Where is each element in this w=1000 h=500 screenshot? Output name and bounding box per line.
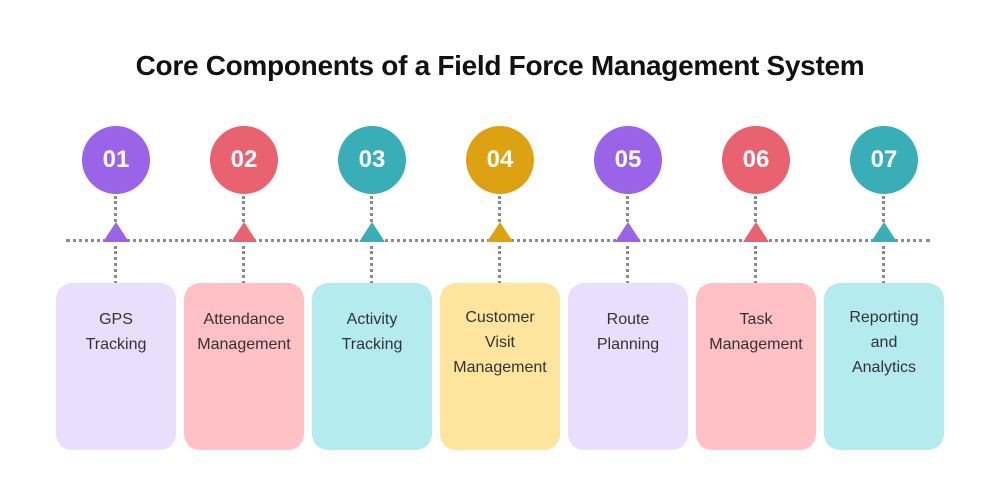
step-label-line: Route: [606, 311, 650, 328]
step-number-badge: 01: [82, 126, 150, 194]
connector-upper: [754, 196, 757, 222]
step-number-badge: 03: [338, 126, 406, 194]
step-label-line: Tracking: [341, 336, 403, 353]
step-label-line: Management: [197, 336, 291, 353]
step-label-line: Reporting: [849, 309, 919, 326]
connector-lower: [114, 246, 117, 284]
step-label-line: Visit: [485, 334, 515, 351]
triangle-marker-icon: [615, 222, 641, 242]
connector-upper: [626, 196, 629, 222]
step-label-line: Management: [453, 359, 547, 376]
step-label-line: Management: [709, 336, 803, 353]
connector-upper: [498, 196, 501, 222]
connector-lower: [626, 246, 629, 284]
triangle-marker-icon: [871, 222, 897, 242]
step-number-badge: 07: [850, 126, 918, 194]
step-label-line: Tracking: [85, 336, 147, 353]
step-number-badge: 02: [210, 126, 278, 194]
step-label-line: Attendance: [203, 311, 285, 328]
step-label-line: GPS: [99, 311, 133, 328]
diagram-title: Core Components of a Field Force Managem…: [135, 50, 865, 81]
triangle-marker-icon: [743, 222, 769, 242]
connector-lower: [370, 246, 373, 284]
step-card: GPS Tracking: [56, 283, 176, 450]
connector-lower: [242, 246, 245, 284]
step-number-badge: 04: [466, 126, 534, 194]
step-label-line: Activity: [346, 311, 398, 328]
connector-upper: [882, 196, 885, 222]
step-number-badge: 05: [594, 126, 662, 194]
step-label-line: Task: [739, 311, 773, 328]
step-number-badge: 06: [722, 126, 790, 194]
connector-upper: [242, 196, 245, 222]
step-label-line: Customer: [465, 309, 535, 326]
triangle-marker-icon: [103, 222, 129, 242]
step-label-line: and: [870, 334, 898, 351]
connector-lower: [754, 246, 757, 284]
step-label-line: Planning: [596, 336, 660, 353]
connector-lower: [498, 246, 501, 284]
triangle-marker-icon: [231, 222, 257, 242]
connector-upper: [370, 196, 373, 222]
connector-upper: [114, 196, 117, 222]
triangle-marker-icon: [359, 222, 385, 242]
connector-lower: [882, 246, 885, 284]
triangle-marker-icon: [487, 222, 513, 242]
step-label-line: Analytics: [851, 359, 917, 376]
